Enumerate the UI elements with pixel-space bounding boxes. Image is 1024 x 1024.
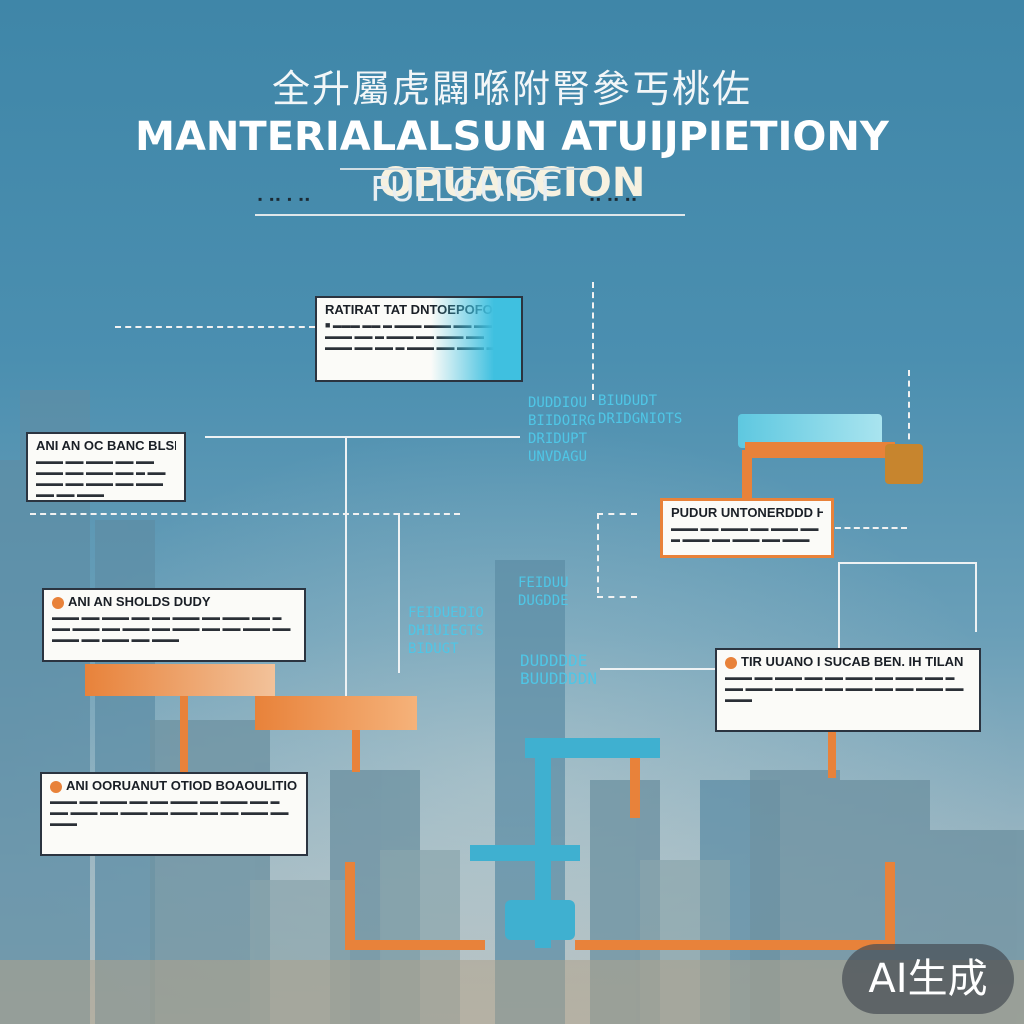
orange-pipe [885,862,895,950]
orange-pipe-block [255,696,417,730]
orange-pipe [742,450,752,500]
orange-pipe [575,940,885,950]
orange-pipe [345,862,355,942]
card-heading: ANI AN OC BANC BLSNODN [36,438,176,453]
orange-pipe [180,696,188,774]
connector-line [597,513,599,593]
teal-valve [505,900,575,940]
card-body: ▬▬▬ ▬▬ ▬▬▬ ▬▬ ▬▬▬ ▬▬ ▬ ▬▬▬ ▬▬ ▬▬▬ ▬▬ ▬▬▬ [671,523,823,545]
info-card-left-2[interactable]: ANI AN SHOLDS DUDY ▬▬▬ ▬▬ ▬▬▬ ▬▬ ▬▬ ▬▬▬ … [42,588,306,662]
card-heading: ANI OORUANUT OTIOD BOAOULITIOD [50,778,298,793]
connector-line [205,436,520,438]
teal-pipe [470,845,580,861]
connector-line [597,513,637,515]
card-heading-text: TIR UUANO I SUCAB BEN. IH TILAN [741,654,963,669]
subtitle: FULLGUIDF [340,168,590,210]
teal-pipe [525,738,660,758]
connector-line [345,436,347,696]
info-card-left-1[interactable]: ANI AN OC BANC BLSNODN ▬▬▬ ▬▬ ▬▬▬ ▬▬ ▬▬ … [26,432,186,502]
card-heading: PUDUR UNTONERDDD HOOGR [671,505,823,520]
orange-pipe [828,730,836,778]
orange-pipe [345,940,485,950]
orange-dot-icon [52,597,64,609]
subtitle-underline [255,214,685,216]
card-heading-text: ANI AN SHOLDS DUDY [68,594,211,609]
card-body: ▬▬▬ ▬▬ ▬▬▬ ▬▬ ▬▬ ▬▬▬ ▬▬ ▬▬▬ ▬▬ ▬ ▬▬ ▬▬▬ … [52,612,296,645]
info-card-left-3[interactable]: ANI OORUANUT OTIOD BOAOULITIOD ▬▬▬ ▬▬ ▬▬… [40,772,308,856]
floating-label-c: FEIDUEDIO DHIUIEGTS BIDUGT [408,604,484,658]
card-heading: ANI AN SHOLDS DUDY [52,594,296,609]
connector-line [975,562,977,632]
card-body: ▬▬▬ ▬▬ ▬▬▬ ▬▬ ▬▬ ▬▬▬ ▬▬ ▬▬▬ ▬▬ ▬ ▬▬ ▬▬▬ … [725,672,971,705]
card-body: ▬▬▬ ▬▬ ▬▬▬ ▬▬ ▬▬ ▬▬▬ ▬▬ ▬▬▬ ▬▬ ▬ ▬▬ ▬▬▬ … [36,456,176,500]
info-card-right-1[interactable]: PUDUR UNTONERDDD HOOGR ▬▬▬ ▬▬ ▬▬▬ ▬▬ ▬▬▬… [660,498,834,558]
card-body: ▬▬▬ ▬▬ ▬▬▬ ▬▬ ▬▬ ▬▬▬ ▬▬ ▬▬▬ ▬▬ ▬ ▬▬ ▬▬▬ … [50,796,298,829]
info-card-top[interactable]: RATIRAT TAT DNTOEPOFONYJIF ■ ▬▬▬ ▬▬ ▬ ▬▬… [315,296,523,382]
card-heading: TIR UUANO I SUCAB BEN. IH TILAN [725,654,971,669]
connector-line [838,562,976,564]
orange-pipe [352,730,360,772]
floating-label-e: DUDDDDE BUUDDDDN [520,652,597,688]
card-accent-fill [431,298,521,380]
orange-dot-icon [50,781,62,793]
title-chinese: 全升屬虎闢喺附腎參丐桃佐 [0,58,1024,113]
connector-line [30,513,460,515]
connector-line [838,562,840,652]
connector-line [115,326,315,328]
connector-line [600,668,715,670]
connector-line [597,596,637,598]
ai-generated-badge: AI生成 [842,944,1014,1014]
connector-line [835,527,907,529]
orange-pipe-joint [885,444,923,484]
orange-dot-icon [725,657,737,669]
floating-label-d: FEIDUU DUGDDE [518,574,569,610]
subtitle-marks-left: ▪ ▪▪ ▪ ▪▪ [258,192,312,206]
orange-pipe-block [85,664,275,696]
title-main-part-a: MANTERIALALSUN ATUIJPIETIONY [135,114,889,160]
floating-label-b: BIUDUDT DRIDGNIOTS [598,392,682,428]
info-card-right-2[interactable]: TIR UUANO I SUCAB BEN. IH TILAN ▬▬▬ ▬▬ ▬… [715,648,981,732]
orange-pipe [630,758,640,818]
subtitle-marks-right: ▪▪ ▪▪ ▪▪ [590,192,638,206]
card-heading-text: ANI OORUANUT OTIOD BOAOULITIOD [66,778,298,793]
orange-pipe [745,442,895,458]
connector-line [398,513,400,673]
floating-label-a: DUDDIOU BIIDOIRG DRIDUPT UNVDAGU [528,394,595,466]
connector-line [592,282,594,400]
connector-line [908,370,910,450]
